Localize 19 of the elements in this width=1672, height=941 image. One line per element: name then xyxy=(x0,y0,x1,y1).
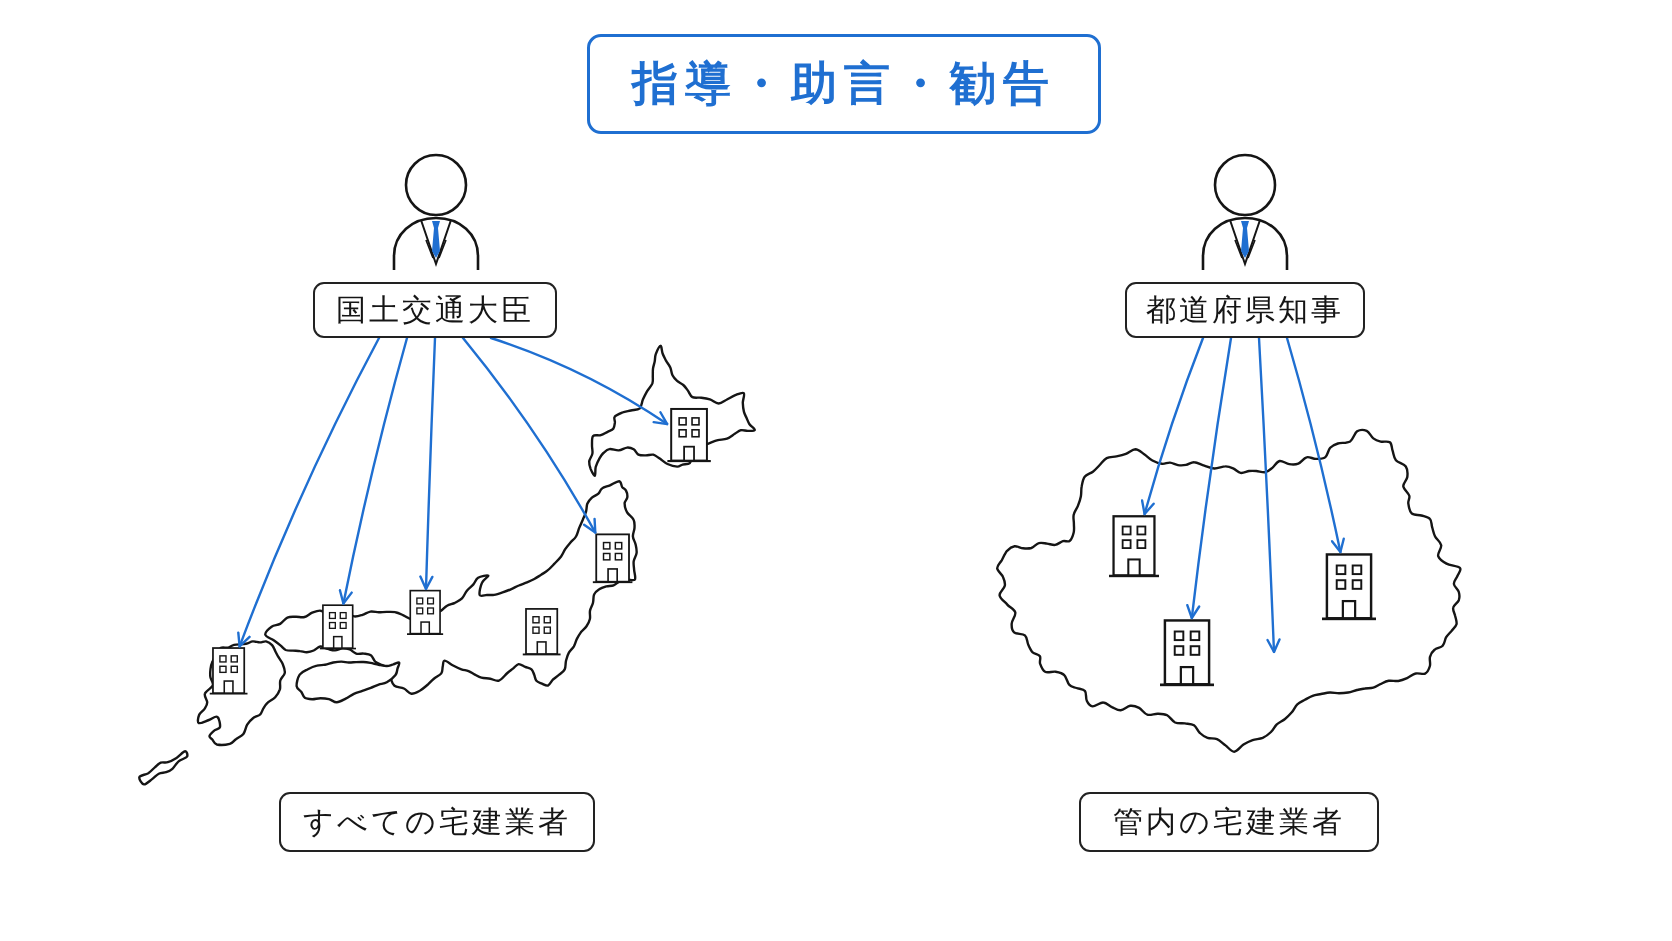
label-box: 管内の宅建業者 xyxy=(1079,792,1379,852)
arrow xyxy=(1140,336,1205,516)
arrow xyxy=(1285,336,1345,554)
label-box: すべての宅建業者 xyxy=(279,792,595,852)
map xyxy=(994,426,1463,756)
building-icon xyxy=(667,408,711,462)
person-icon xyxy=(1199,152,1291,272)
person-icon xyxy=(390,152,482,272)
building-icon xyxy=(1322,554,1376,619)
arrow xyxy=(461,336,597,534)
arrow xyxy=(489,336,669,426)
building-icon xyxy=(209,648,248,694)
title-banner: 指導・助言・勧告 xyxy=(587,34,1101,134)
label-box: 都道府県知事 xyxy=(1125,282,1365,338)
label-box: 国土交通大臣 xyxy=(313,282,557,338)
building-icon xyxy=(1109,516,1159,576)
arrow xyxy=(1257,336,1281,654)
arrow xyxy=(1186,336,1233,620)
building-icon xyxy=(1160,620,1214,685)
